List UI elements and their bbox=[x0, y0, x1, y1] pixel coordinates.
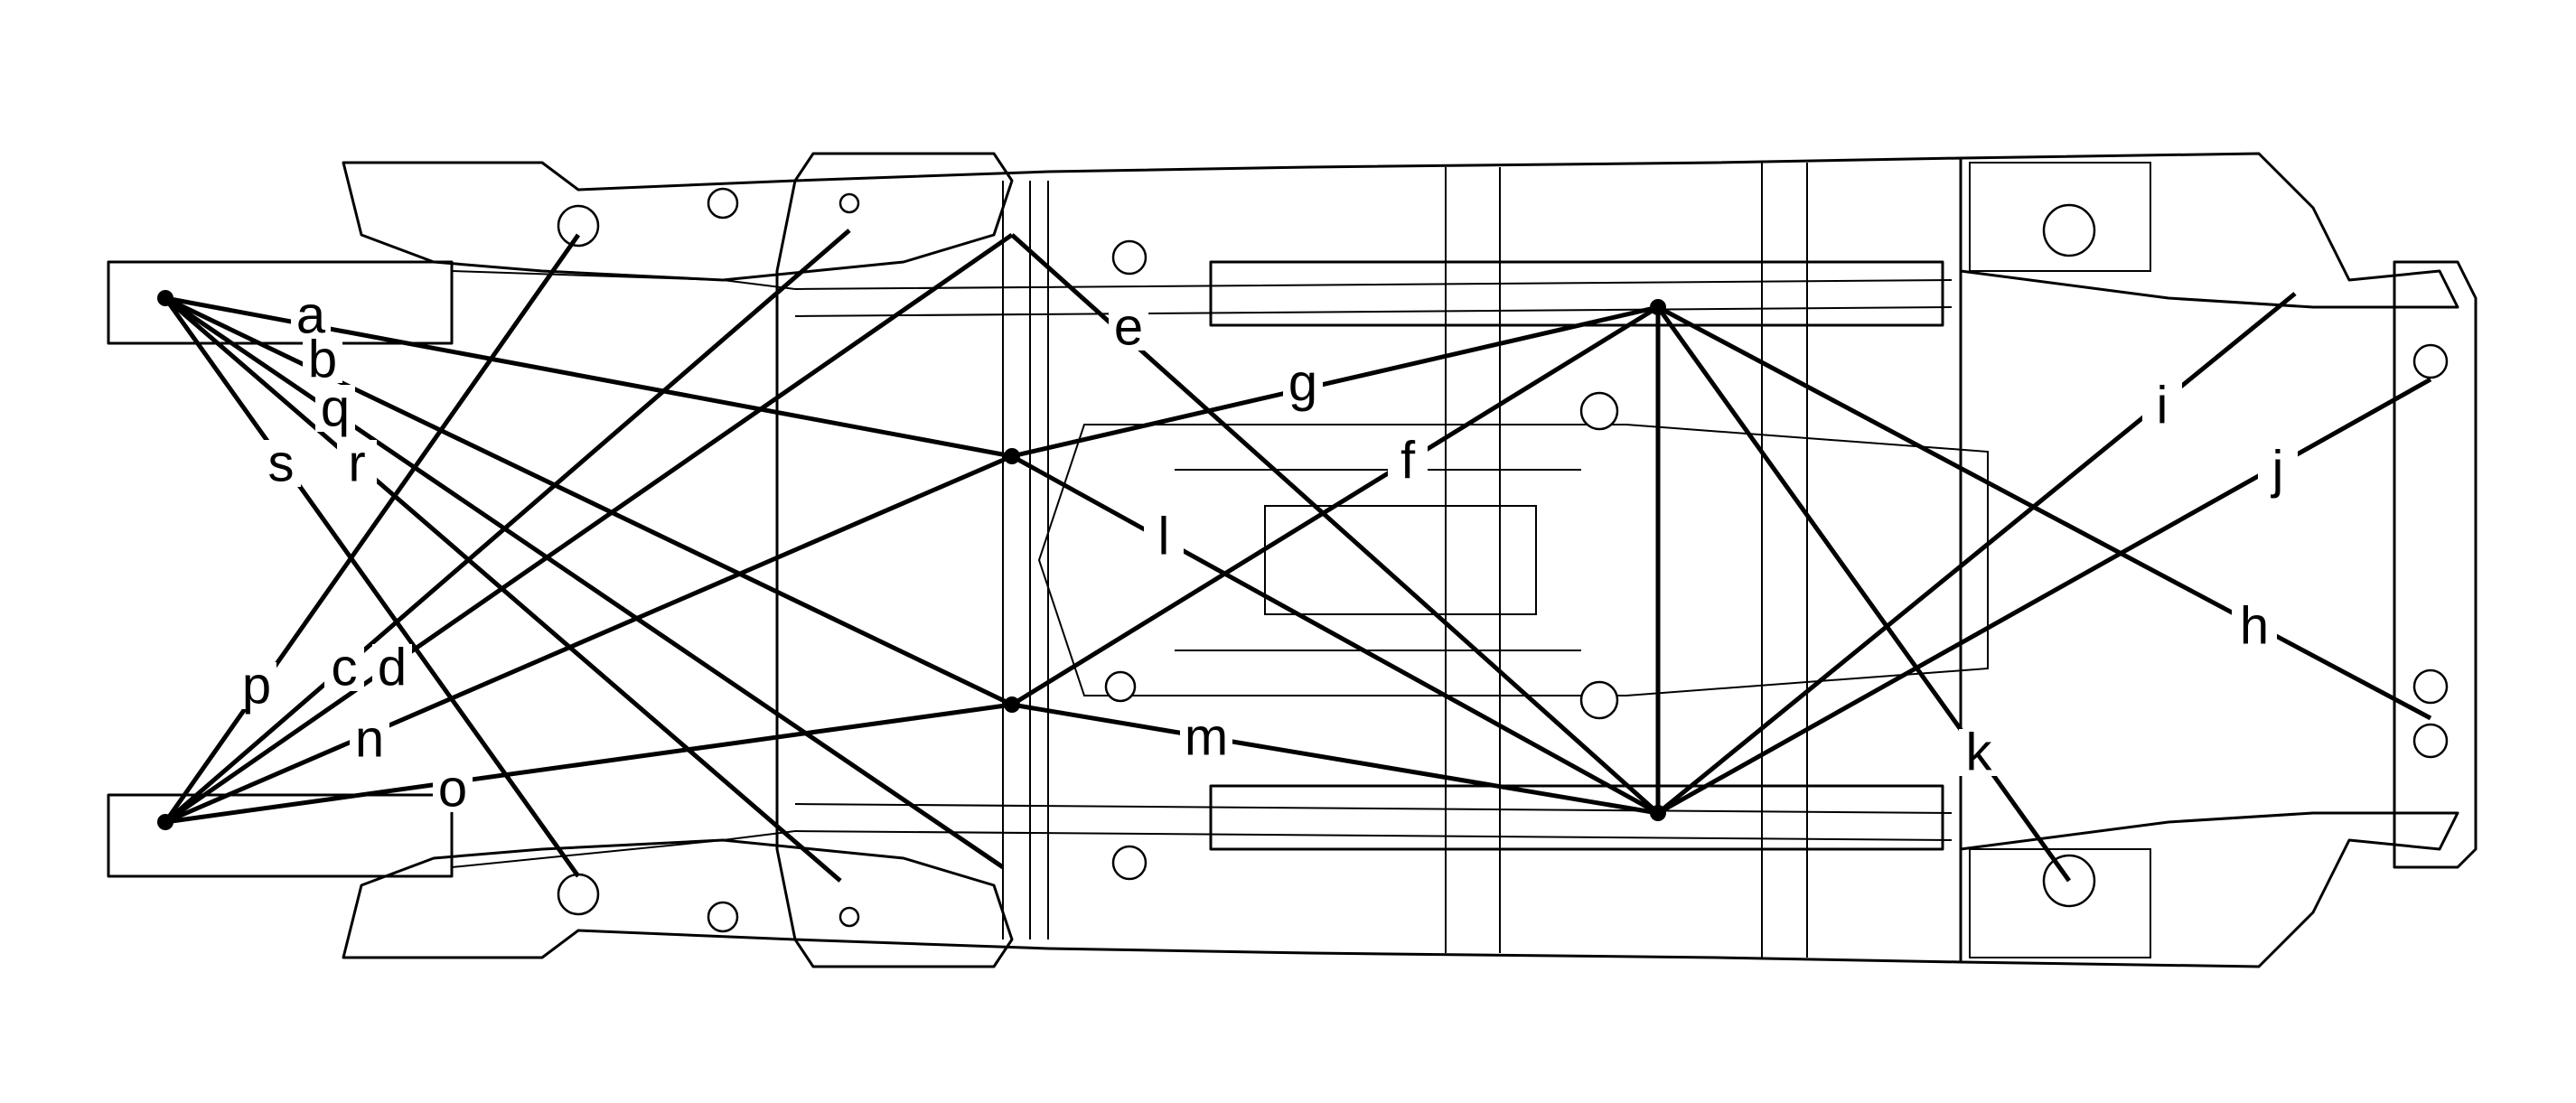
front-strut-tower-right bbox=[1969, 848, 2151, 958]
label-c: c bbox=[324, 639, 364, 697]
floor-pan-outline bbox=[775, 156, 1962, 964]
rear-right-rail-extension bbox=[107, 793, 454, 878]
measurement-labels: a b q s r p c d bbox=[237, 286, 2298, 818]
upper-seat-bar bbox=[1209, 260, 1944, 327]
line-h bbox=[1656, 304, 2432, 721]
svg-text:s: s bbox=[268, 435, 295, 493]
label-l: l bbox=[1144, 508, 1184, 566]
center-tunnel bbox=[1037, 424, 1989, 696]
line-q bbox=[164, 295, 1005, 870]
label-g: g bbox=[1283, 354, 1323, 413]
label-h: h bbox=[2232, 597, 2277, 656]
line-s bbox=[163, 296, 581, 878]
svg-text:c: c bbox=[332, 639, 358, 697]
rear-wheelhouse-top bbox=[342, 152, 1014, 282]
line-o bbox=[164, 702, 1013, 825]
svg-text:r: r bbox=[348, 435, 365, 493]
svg-text:h: h bbox=[2240, 597, 2269, 656]
line-m bbox=[1011, 702, 1659, 816]
svg-text:a: a bbox=[296, 286, 326, 345]
svg-text:d: d bbox=[378, 639, 407, 697]
line-j bbox=[1656, 377, 2432, 816]
label-r: r bbox=[337, 435, 377, 493]
svg-text:e: e bbox=[1114, 298, 1143, 357]
label-p: p bbox=[237, 657, 276, 715]
line-k bbox=[1655, 305, 2072, 883]
rear-rail-inner-left bbox=[451, 270, 796, 290]
rear-left-rail-extension bbox=[107, 260, 454, 345]
rear-crossmember bbox=[1002, 181, 1049, 939]
rear-rail-inner-right bbox=[451, 830, 796, 868]
tunnel-detail bbox=[1175, 469, 1581, 651]
label-i: i bbox=[2142, 377, 2182, 435]
label-k: k bbox=[1959, 724, 1999, 782]
svg-text:p: p bbox=[242, 657, 271, 715]
line-p bbox=[163, 233, 581, 824]
label-f: f bbox=[1388, 432, 1428, 491]
front-strut-tower-left bbox=[1969, 162, 2151, 272]
underbody-frame bbox=[107, 152, 2478, 968]
svg-text:n: n bbox=[355, 710, 384, 769]
label-b: b bbox=[303, 331, 342, 389]
label-o: o bbox=[433, 760, 473, 818]
line-l bbox=[1010, 453, 1660, 816]
label-s: s bbox=[261, 435, 301, 493]
rear-wheelhouse-bottom bbox=[342, 838, 1014, 968]
line-i bbox=[1656, 292, 2297, 815]
svg-text:o: o bbox=[438, 760, 467, 818]
measurement-lines bbox=[163, 229, 2432, 883]
line-n bbox=[164, 453, 1013, 825]
line-g bbox=[1011, 304, 1659, 459]
front-crossmember bbox=[1761, 163, 1808, 958]
svg-text:i: i bbox=[2157, 377, 2169, 435]
label-m: m bbox=[1180, 708, 1232, 767]
center-crossmember bbox=[1445, 167, 1501, 953]
front-left-rail bbox=[1960, 152, 2459, 309]
line-c bbox=[164, 229, 851, 824]
lower-seat-bar bbox=[1209, 784, 1944, 851]
svg-text:j: j bbox=[2271, 441, 2284, 500]
label-j: j bbox=[2258, 441, 2298, 500]
front-radiator-support bbox=[2393, 260, 2478, 869]
svg-text:m: m bbox=[1185, 708, 1228, 767]
line-f bbox=[1010, 304, 1660, 707]
line-d bbox=[164, 232, 1014, 825]
svg-text:b: b bbox=[308, 331, 337, 389]
label-e: e bbox=[1109, 298, 1148, 357]
label-d: d bbox=[372, 639, 412, 697]
left-inner-rail bbox=[794, 279, 1953, 317]
svg-text:k: k bbox=[1966, 724, 1993, 782]
label-q: q bbox=[315, 379, 355, 438]
svg-text:l: l bbox=[1158, 508, 1170, 566]
floor-holes bbox=[557, 187, 2449, 933]
svg-text:q: q bbox=[321, 379, 350, 438]
front-right-rail bbox=[1960, 811, 2459, 968]
label-a: a bbox=[291, 286, 331, 345]
svg-text:f: f bbox=[1400, 432, 1416, 491]
svg-text:g: g bbox=[1288, 354, 1317, 413]
right-inner-rail bbox=[794, 803, 1953, 841]
label-n: n bbox=[350, 710, 389, 769]
